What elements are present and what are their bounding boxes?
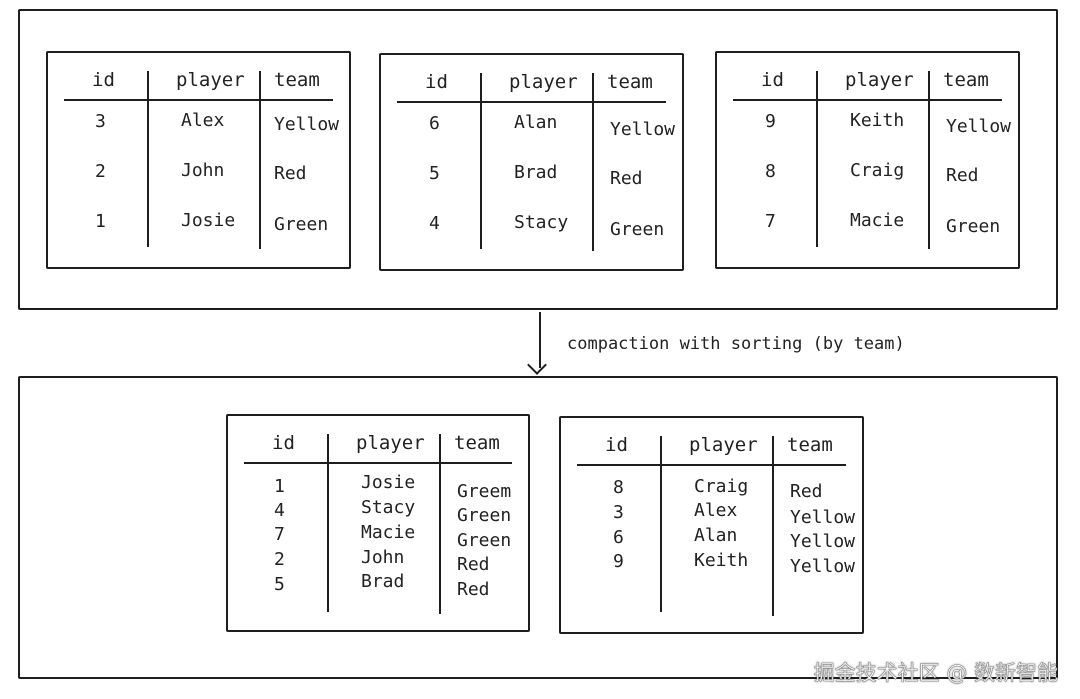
header-team: team bbox=[274, 69, 320, 91]
column-divider bbox=[928, 71, 930, 249]
cell-id: 7 bbox=[274, 524, 285, 545]
cell-id: 3 bbox=[95, 111, 106, 132]
cell-team: Yellow bbox=[790, 531, 856, 552]
cell-player: Keith bbox=[694, 550, 749, 571]
cell-player: Alex bbox=[181, 110, 225, 131]
cell-id: 6 bbox=[429, 113, 440, 134]
cell-id: 3 bbox=[613, 502, 624, 523]
cell-team: Green bbox=[274, 214, 329, 235]
header-id: id bbox=[605, 434, 628, 456]
cell-team: Red bbox=[946, 165, 979, 186]
header-id: id bbox=[761, 69, 784, 91]
column-divider bbox=[816, 71, 818, 247]
cell-player: Brad bbox=[361, 571, 405, 592]
cell-team: Green bbox=[610, 219, 665, 240]
cell-id: 5 bbox=[274, 574, 285, 595]
header-player: player bbox=[845, 69, 914, 91]
cell-id: 5 bbox=[429, 163, 440, 184]
cell-team: Green bbox=[457, 530, 512, 551]
header-team: team bbox=[787, 434, 833, 456]
cell-team: Yellow bbox=[946, 116, 1012, 137]
post-compaction-files-group bbox=[18, 376, 1058, 679]
column-divider bbox=[259, 71, 261, 249]
sorted-file-table-2: id player team 8 Craig Red 3 Alex Yellow… bbox=[559, 416, 864, 634]
cell-id: 9 bbox=[765, 111, 776, 132]
data-file-table-2: id player team 6 Alan Yellow 5 Brad Red … bbox=[379, 53, 684, 271]
column-divider bbox=[439, 434, 441, 614]
header-divider bbox=[577, 464, 846, 466]
cell-id: 1 bbox=[95, 211, 106, 232]
cell-id: 2 bbox=[95, 161, 106, 182]
cell-player: Alex bbox=[694, 500, 738, 521]
cell-player: Stacy bbox=[361, 497, 416, 518]
header-team: team bbox=[607, 71, 653, 93]
cell-player: Macie bbox=[850, 210, 905, 231]
header-divider bbox=[397, 101, 666, 103]
header-id: id bbox=[92, 69, 115, 91]
cell-player: Josie bbox=[361, 472, 416, 493]
cell-player: Craig bbox=[694, 476, 749, 497]
cell-team: Green bbox=[457, 505, 512, 526]
cell-team: Greem bbox=[457, 481, 512, 502]
header-player: player bbox=[689, 434, 758, 456]
watermark: 掘金技术社区 @ 数新智能 bbox=[813, 661, 1058, 686]
cell-team: Red bbox=[457, 579, 490, 600]
compaction-label: compaction with sorting (by team) bbox=[567, 334, 905, 354]
cell-id: 2 bbox=[274, 549, 285, 570]
header-player: player bbox=[176, 69, 245, 91]
cell-player: John bbox=[181, 160, 225, 181]
column-divider bbox=[660, 436, 662, 612]
cell-id: 4 bbox=[429, 213, 440, 234]
header-team: team bbox=[454, 432, 500, 454]
cell-player: Alan bbox=[514, 112, 558, 133]
column-divider bbox=[592, 73, 594, 251]
cell-team: Yellow bbox=[790, 556, 856, 577]
data-file-table-3: id player team 9 Keith Yellow 8 Craig Re… bbox=[715, 51, 1020, 269]
arrow-head bbox=[527, 355, 547, 375]
pre-compaction-files-group bbox=[18, 9, 1058, 310]
cell-player: John bbox=[361, 547, 405, 568]
header-team: team bbox=[943, 69, 989, 91]
cell-team: Yellow bbox=[274, 114, 340, 135]
cell-id: 8 bbox=[613, 477, 624, 498]
cell-id: 7 bbox=[765, 211, 776, 232]
cell-team: Yellow bbox=[610, 119, 676, 140]
cell-player: Craig bbox=[850, 160, 905, 181]
cell-id: 1 bbox=[274, 476, 285, 497]
cell-player: Josie bbox=[181, 210, 236, 231]
cell-id: 8 bbox=[765, 161, 776, 182]
sorted-file-table-1: id player team 1 Josie Greem 4 Stacy Gre… bbox=[226, 414, 530, 632]
compaction-arrow bbox=[539, 312, 541, 368]
header-divider bbox=[64, 99, 333, 101]
cell-player: Brad bbox=[514, 162, 558, 183]
header-id: id bbox=[425, 71, 448, 93]
cell-player: Macie bbox=[361, 522, 416, 543]
column-divider bbox=[147, 71, 149, 247]
header-divider bbox=[733, 99, 1002, 101]
cell-team: Yellow bbox=[790, 507, 856, 528]
cell-team: Green bbox=[946, 216, 1001, 237]
cell-player: Stacy bbox=[514, 212, 569, 233]
cell-player: Alan bbox=[694, 525, 738, 546]
header-player: player bbox=[509, 71, 578, 93]
cell-team: Red bbox=[790, 481, 823, 502]
cell-team: Red bbox=[457, 554, 490, 575]
cell-team: Red bbox=[274, 163, 307, 184]
cell-team: Red bbox=[610, 168, 643, 189]
data-file-table-1: id player team 3 Alex Yellow 2 John Red … bbox=[46, 51, 351, 269]
header-divider bbox=[244, 462, 512, 464]
cell-id: 4 bbox=[274, 500, 285, 521]
header-player: player bbox=[356, 432, 425, 454]
cell-player: Keith bbox=[850, 110, 905, 131]
column-divider bbox=[772, 436, 774, 616]
column-divider bbox=[480, 73, 482, 249]
cell-id: 6 bbox=[613, 527, 624, 548]
header-id: id bbox=[272, 432, 295, 454]
cell-id: 9 bbox=[613, 551, 624, 572]
column-divider bbox=[327, 434, 329, 612]
